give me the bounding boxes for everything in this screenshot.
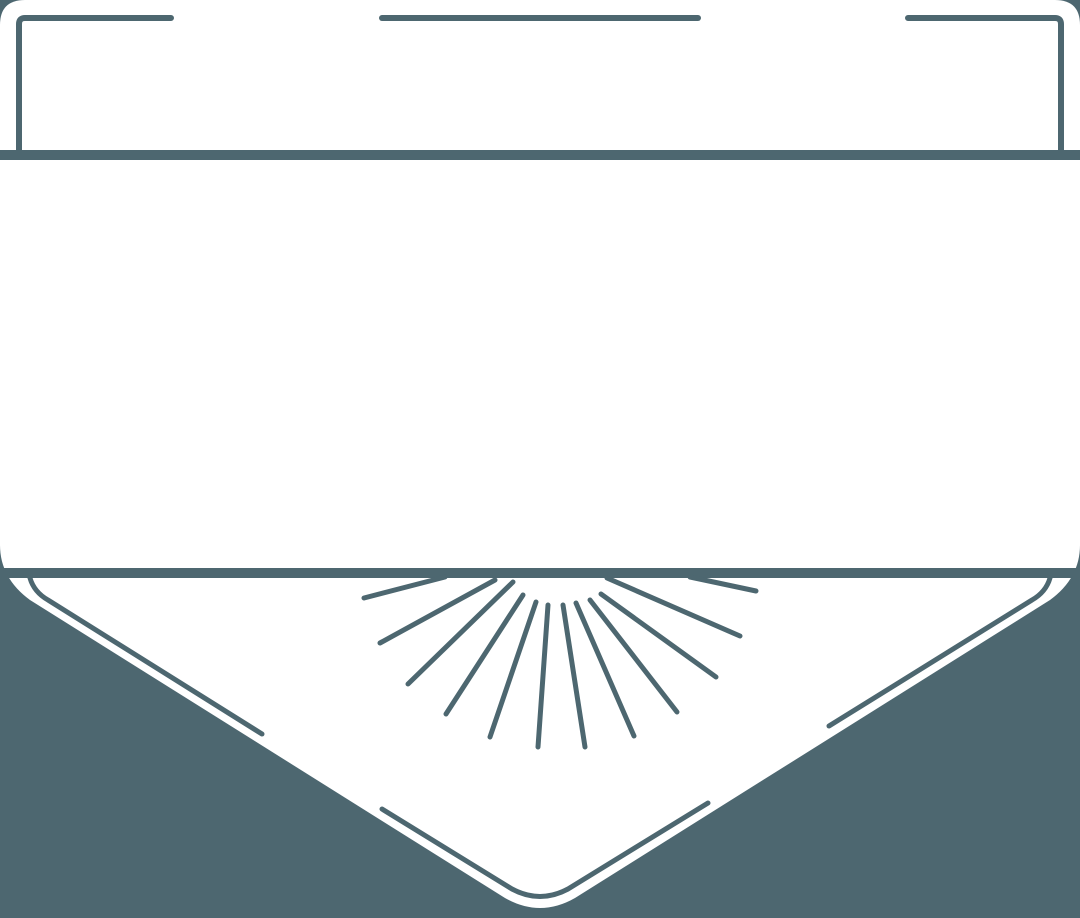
sunburst-ray [443,592,526,717]
sunburst-ray [487,599,539,740]
top-frame [16,15,1064,155]
sunburst-ray [598,591,719,680]
sunburst-ray [573,600,637,739]
chevron-frame [27,575,1053,899]
sunburst-ray [687,574,759,594]
chevron-frame-upper-right [826,575,1053,729]
top-frame-right [905,15,1064,155]
sunburst-ray [587,597,680,715]
banner-top-rule [0,150,1080,160]
sunburst-ray [560,602,588,750]
sunburst-ray [535,602,551,750]
sunburst-ray [377,577,498,646]
sunburst-ray [361,574,448,601]
sunburst-icon [361,574,759,750]
chevron-frame-upper-left [27,575,265,737]
sunburst-ray [405,579,516,687]
banner-bottom-rule [0,568,1080,578]
top-frame-left [16,15,174,155]
sunburst-ray [604,575,743,639]
chevron-frame-bottom [379,800,711,899]
